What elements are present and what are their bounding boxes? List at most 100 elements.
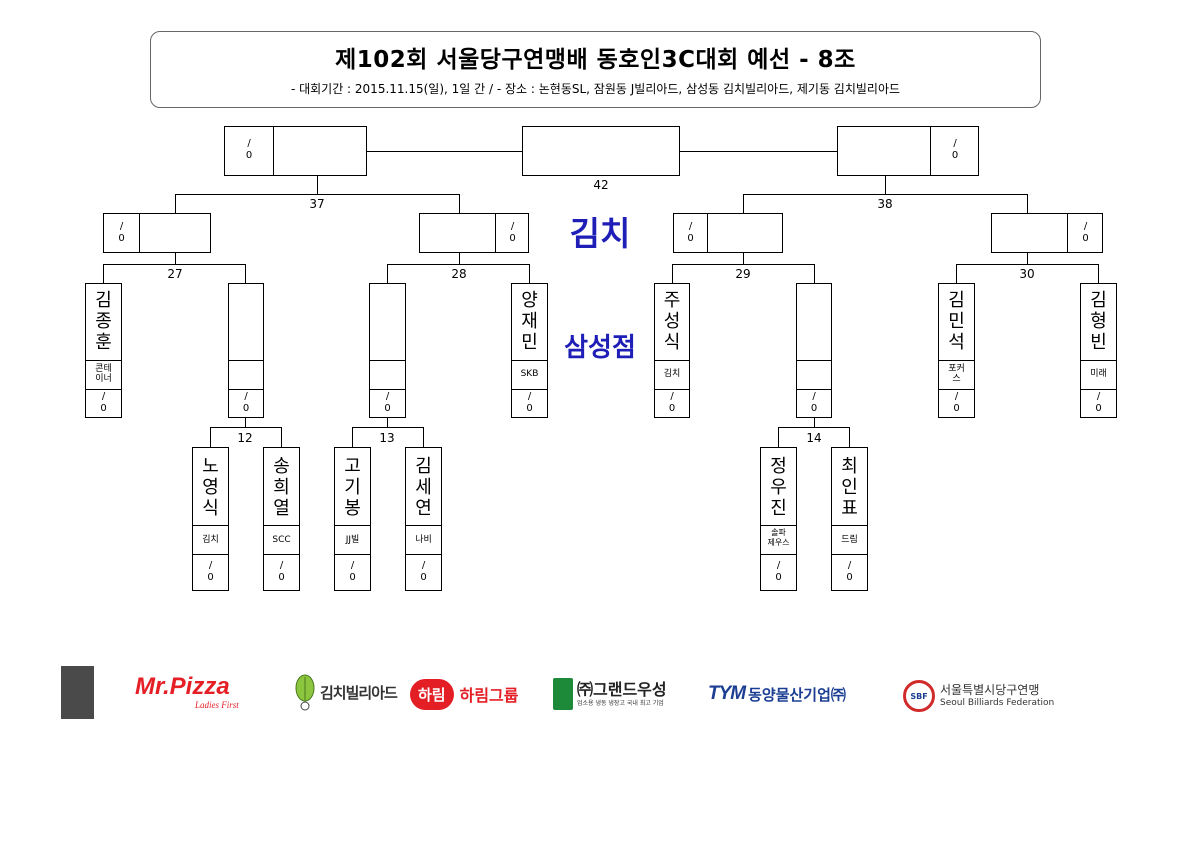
- connector: [245, 264, 246, 283]
- match-number-42: 42: [593, 178, 609, 192]
- mrpizza-logo: Mr.Pizza Ladies First: [135, 673, 239, 711]
- connector: [103, 264, 246, 265]
- match-number-37: 37: [309, 197, 325, 211]
- connector: [459, 194, 460, 213]
- connector: [281, 427, 282, 447]
- connector: [245, 418, 246, 428]
- player-score: /0: [349, 560, 356, 583]
- final-connector-right: [680, 151, 837, 152]
- player-score: /0: [1095, 391, 1102, 414]
- player-score: /0: [384, 391, 391, 414]
- player-score: /0: [810, 391, 818, 414]
- player-club: 미래: [1090, 369, 1107, 379]
- player-score: /0: [953, 391, 960, 414]
- connector: [672, 264, 815, 265]
- connector: [352, 427, 353, 447]
- connector: [1098, 264, 1099, 283]
- connector: [529, 264, 530, 283]
- player-club: SKB: [520, 369, 539, 379]
- final-winner-box: [522, 126, 680, 176]
- qf-box-28: /0: [419, 213, 529, 253]
- page-title: 제102회 서울당구연맹배 동호인3C대회 예선 - 8조: [335, 47, 856, 73]
- player-score: /0: [420, 560, 427, 583]
- connector: [956, 264, 1099, 265]
- final-right-box: /0: [837, 126, 979, 176]
- connector: [352, 427, 424, 428]
- player-card-empty: /0: [228, 283, 264, 418]
- connector: [210, 427, 211, 447]
- venue-line1: 김치: [569, 214, 631, 253]
- venue-line2: 삼성점: [564, 333, 636, 363]
- player-score: /0: [668, 391, 676, 414]
- match-number-30: 30: [1019, 267, 1035, 281]
- connector: [814, 264, 815, 283]
- grand-woosung-logo: ㈜그랜드우성 업소용 냉동 냉장고 국내 최고 기업: [553, 674, 698, 714]
- cabbage-icon: [295, 674, 315, 711]
- match-number-13: 13: [379, 431, 395, 445]
- tym-logo: TYM 동양물산기업㈜: [708, 683, 846, 704]
- connector: [956, 264, 957, 283]
- connector: [423, 427, 424, 447]
- connector: [175, 253, 176, 265]
- harim-logo: 하림 하림그룹: [410, 674, 535, 714]
- connector: [387, 264, 530, 265]
- connector: [175, 194, 176, 213]
- player-score: /0: [278, 560, 285, 583]
- player-club: 드림: [841, 535, 858, 545]
- player-score: /0: [207, 560, 214, 583]
- player-score: /0: [846, 560, 853, 583]
- kimchi-billiards-logo: 김치빌리아드: [290, 672, 400, 712]
- final-left-box: /0: [224, 126, 367, 176]
- match-number-38: 38: [877, 197, 893, 211]
- side-gray-bar: [61, 666, 94, 719]
- final-left-score: /0: [245, 138, 253, 161]
- final-connector-left: [367, 151, 522, 152]
- connector: [885, 176, 886, 195]
- connector: [387, 418, 388, 428]
- player-score: /0: [242, 391, 250, 414]
- connector: [459, 253, 460, 265]
- player-score: /0: [526, 391, 533, 414]
- connector: [778, 427, 779, 447]
- connector: [814, 418, 815, 428]
- player-club: 김치: [202, 535, 219, 545]
- player-card-empty: /0: [796, 283, 832, 418]
- qf-box-30: /0: [991, 213, 1103, 253]
- player-club: 나비: [415, 535, 432, 545]
- sbf-logo: SBF 서울특별시당구연맹 Seoul Billiards Federation: [903, 676, 1073, 716]
- page-subtitle: - 대회기간 : 2015.11.15(일), 1일 간 / - 장소 : 논현…: [290, 82, 901, 96]
- player-card-empty: /0: [369, 283, 406, 418]
- leaf-icon: [553, 678, 573, 710]
- connector: [1027, 194, 1028, 213]
- connector: [210, 427, 282, 428]
- qf-box-27-score: /0: [118, 221, 125, 244]
- player-club: SCC: [272, 535, 291, 545]
- connector: [317, 176, 318, 195]
- connector: [1027, 253, 1028, 265]
- connector: [387, 264, 388, 283]
- connector: [743, 194, 1028, 195]
- match-number-28: 28: [451, 267, 467, 281]
- connector: [778, 427, 850, 428]
- player-club: JJ빌: [345, 535, 360, 545]
